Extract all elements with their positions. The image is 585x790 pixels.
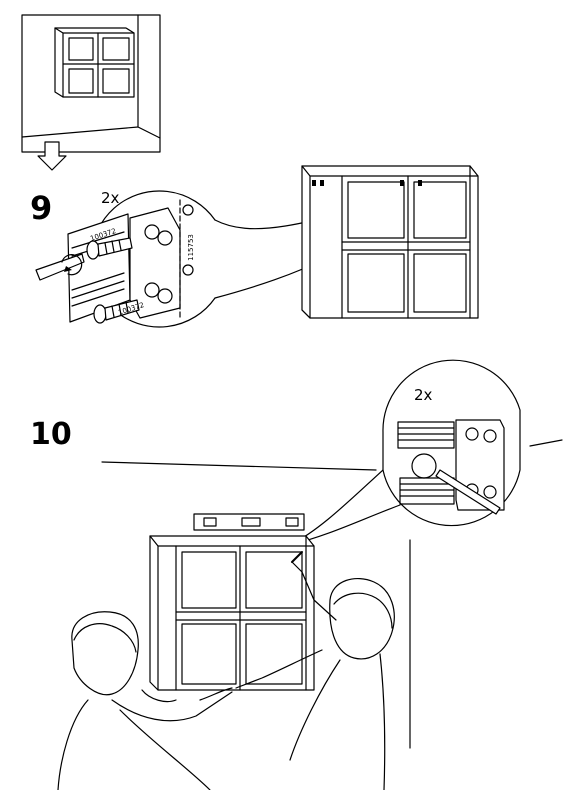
preview-shelf-unit <box>54 27 135 98</box>
person-right <box>235 551 395 790</box>
screwdriver-icon <box>35 253 85 281</box>
step9-detail-circle <box>35 189 419 328</box>
step-10-quantity: 2x <box>414 386 433 404</box>
step10-shelf-unit <box>149 535 315 691</box>
bracket-icon <box>129 199 194 319</box>
person-left <box>57 611 233 790</box>
part-number-label: 115753 <box>186 234 195 261</box>
step-9-quantity: 2x <box>101 189 120 207</box>
preview-panel <box>21 14 161 153</box>
step10-detail-circle <box>289 359 521 546</box>
wall-hatching <box>397 421 455 505</box>
step10-wall <box>101 439 563 749</box>
down-arrow-icon <box>37 141 67 171</box>
step-9-number: 9 <box>30 189 53 227</box>
step-10-number: 10 <box>30 417 72 452</box>
step9-shelf-unit <box>301 165 479 319</box>
spirit-level-icon <box>193 513 305 531</box>
screw-icon <box>86 237 140 324</box>
